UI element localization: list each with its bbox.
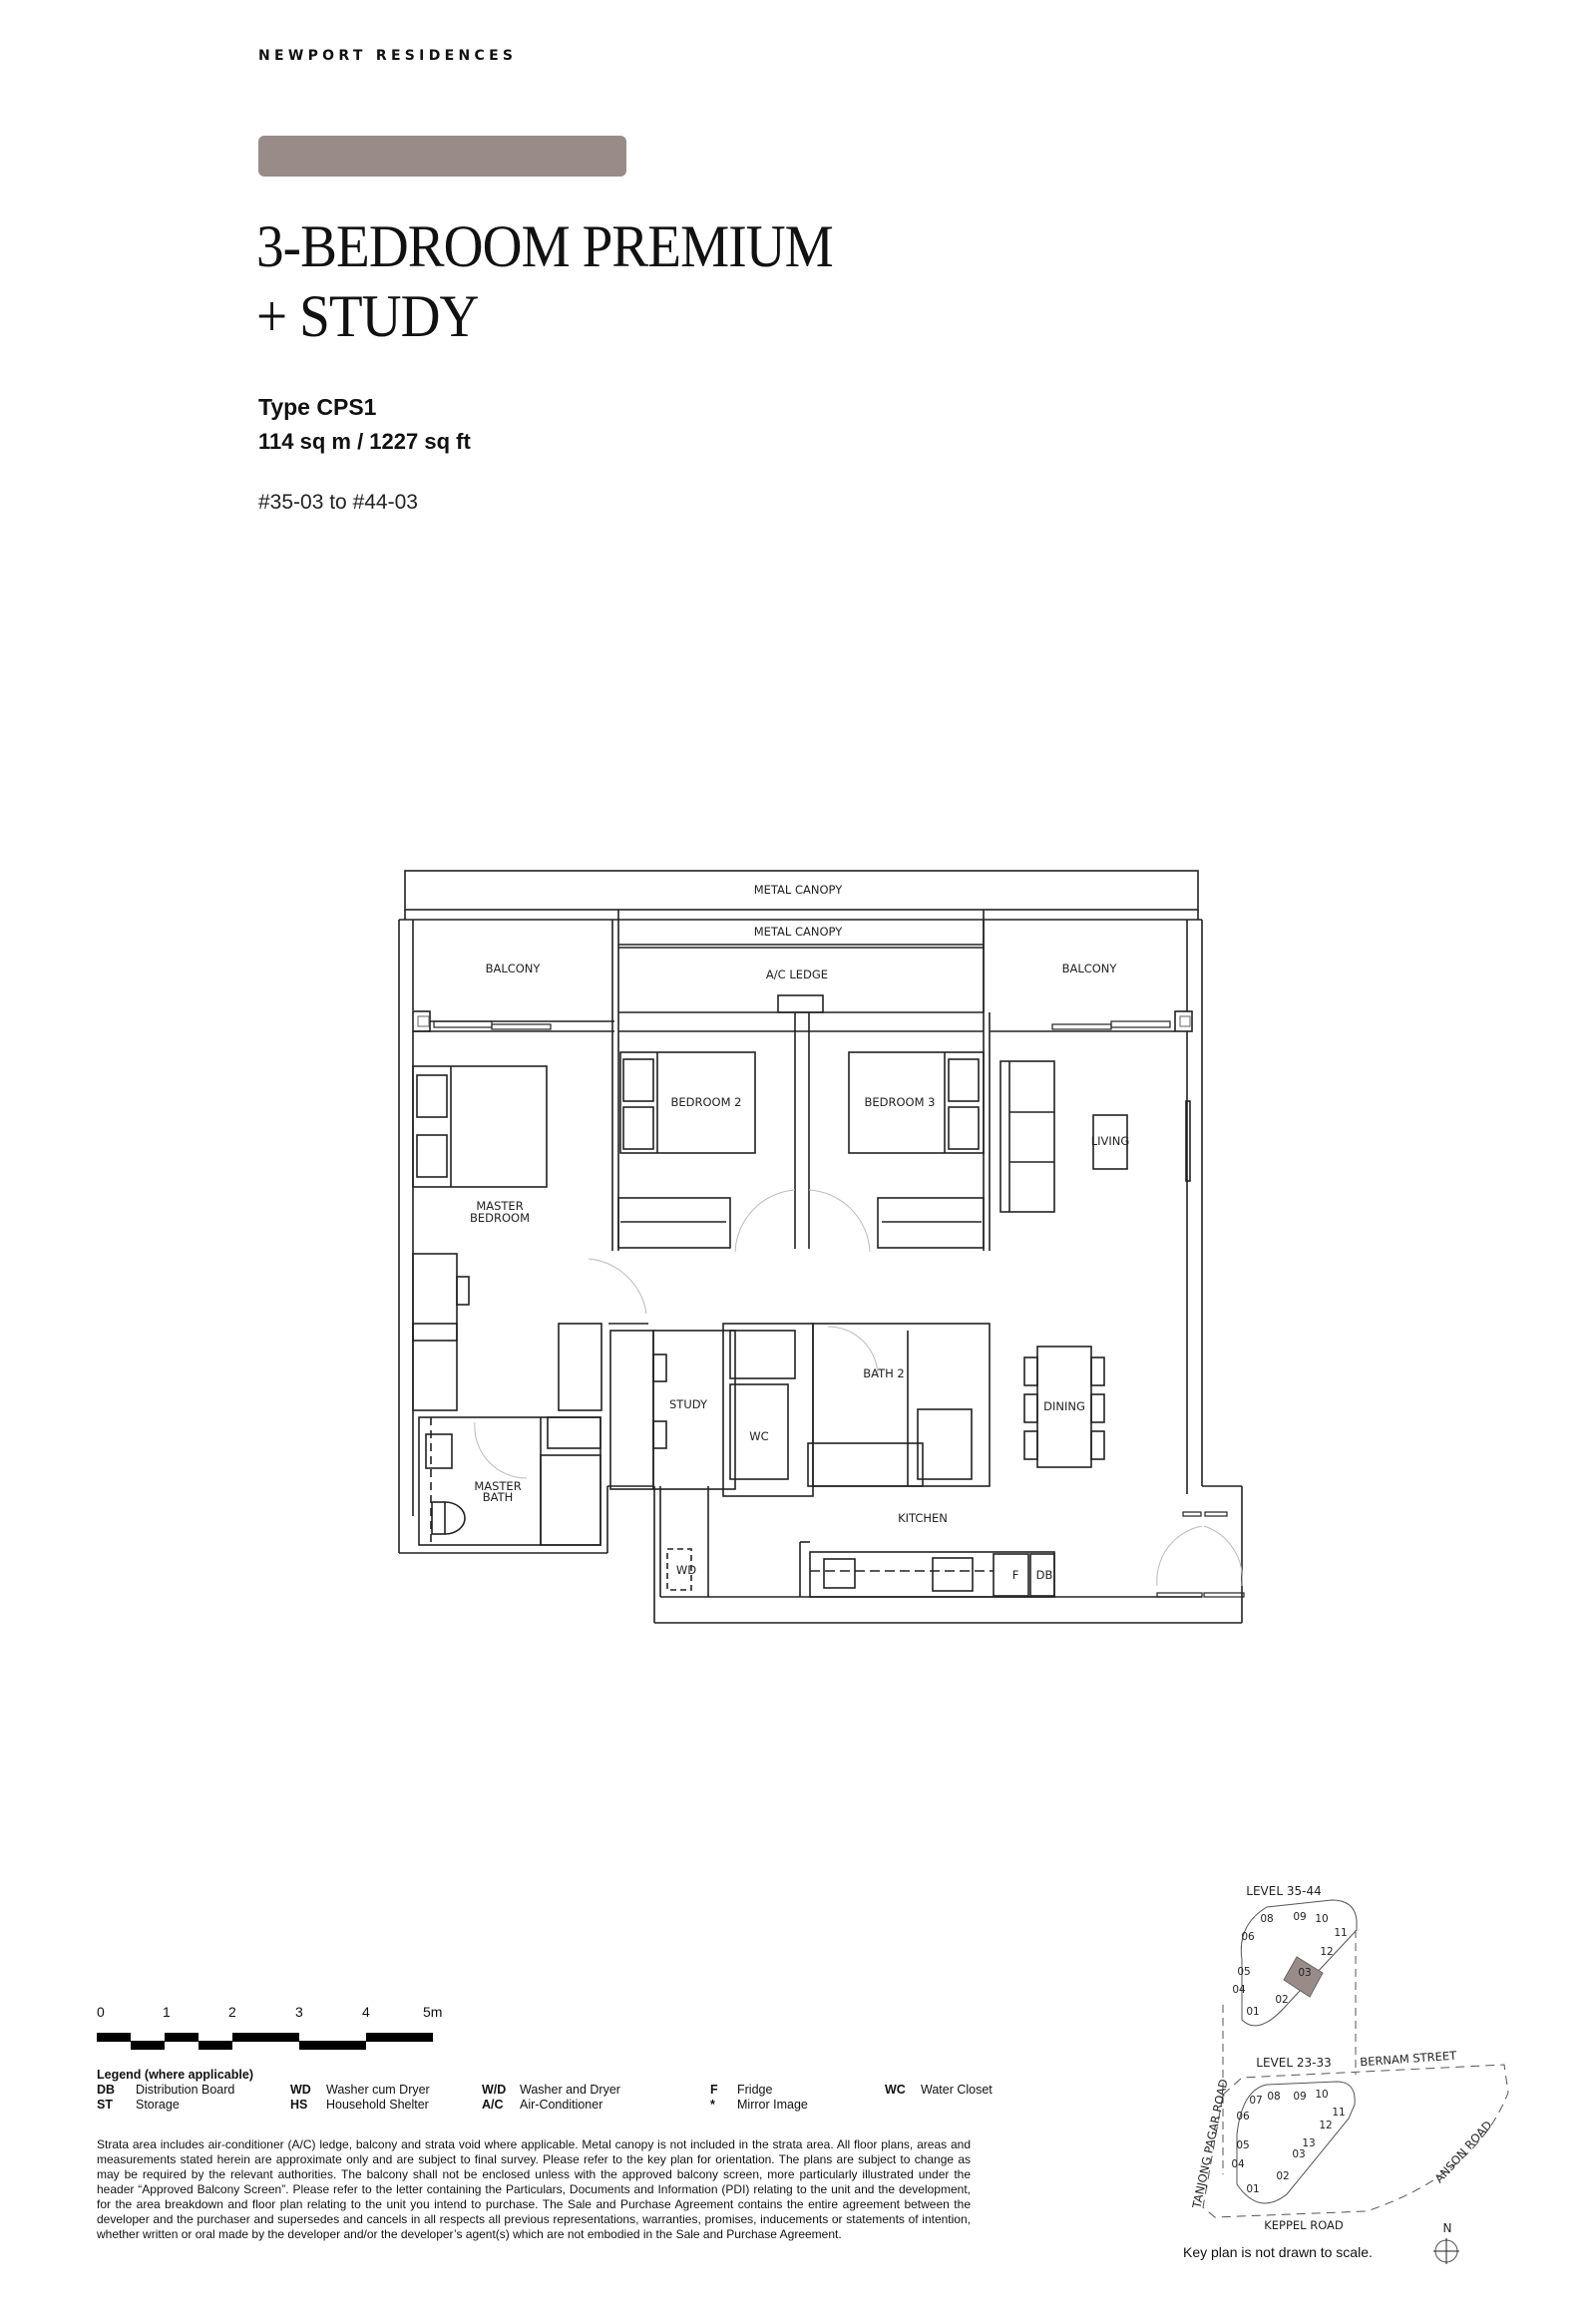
label-kitchen: KITCHEN	[898, 1511, 948, 1525]
label-db: DB	[1036, 1568, 1053, 1582]
legend-code: *	[710, 2098, 715, 2112]
key-lower-level: LEVEL 23-33	[1256, 2056, 1331, 2070]
svg-text:02: 02	[1276, 2170, 1289, 2182]
svg-text:05: 05	[1237, 1966, 1250, 1978]
legend: Legend (where applicable) DB Distribution…	[97, 2068, 1020, 2112]
unit-title-line2: + STUDY	[256, 283, 479, 349]
label-balcony-right: BALCONY	[1062, 962, 1118, 975]
unit-range: #35-03 to #44-03	[258, 491, 418, 514]
label-wd: WD	[676, 1563, 696, 1577]
legend-code: A/C	[482, 2098, 504, 2112]
legend-code: ST	[97, 2098, 113, 2112]
label-fridge: F	[1012, 1568, 1019, 1582]
legend-code: WD	[290, 2083, 311, 2097]
label-ac-ledge: A/C LEDGE	[766, 967, 828, 981]
north-label: N	[1443, 2221, 1452, 2235]
road-tanjong: TANJONG PAGAR ROAD	[1189, 2078, 1230, 2210]
svg-text:09: 09	[1293, 2091, 1306, 2103]
label-balcony-left: BALCONY	[486, 962, 542, 975]
svg-text:10: 10	[1315, 2089, 1328, 2101]
legend-code: HS	[290, 2098, 308, 2112]
svg-text:07: 07	[1249, 2095, 1262, 2107]
legend-desc: Washer cum Dryer	[326, 2083, 430, 2097]
key-highlight-unit: 03	[1298, 1967, 1311, 1979]
label-study: STUDY	[669, 1397, 708, 1411]
label-wc: WC	[749, 1429, 768, 1443]
legend-title: Legend (where applicable)	[97, 2068, 253, 2082]
svg-text:06: 06	[1236, 2111, 1250, 2123]
svg-text:08: 08	[1260, 1913, 1273, 1925]
legend-desc: Washer and Dryer	[520, 2083, 620, 2097]
label-metal-canopy-top: METAL CANOPY	[754, 883, 843, 897]
legend-desc: Household Shelter	[326, 2098, 429, 2112]
road-anson: ANSON ROAD	[1432, 2118, 1495, 2185]
svg-text:13: 13	[1302, 2137, 1315, 2149]
scale-tick-1: 1	[163, 2004, 171, 2020]
svg-text:06: 06	[1241, 1931, 1255, 1943]
key-upper-level: LEVEL 35-44	[1246, 1884, 1321, 1898]
road-keppel: KEPPEL ROAD	[1264, 2218, 1344, 2232]
label-dining: DINING	[1043, 1399, 1085, 1413]
svg-text:03: 03	[1292, 2148, 1305, 2160]
svg-text:09: 09	[1293, 1911, 1306, 1923]
legend-desc: Storage	[136, 2098, 180, 2112]
legend-code: DB	[97, 2083, 116, 2097]
key-plan	[1202, 1899, 1509, 2264]
svg-text:12: 12	[1319, 2120, 1332, 2131]
key-plan-labels: LEVEL 35-44 08 09 10 11 06 12 05 03 04 02 01 LE…	[1189, 1884, 1494, 2235]
label-living: LIVING	[1091, 1134, 1130, 1148]
label-master-bath-2: BATH	[483, 1490, 514, 1504]
scale-tick-2: 2	[228, 2004, 236, 2020]
tag-bar	[258, 136, 626, 177]
svg-text:01: 01	[1246, 2006, 1259, 2018]
svg-text:04: 04	[1232, 1984, 1246, 1996]
svg-text:12: 12	[1320, 1946, 1333, 1958]
legend-desc: Distribution Board	[136, 2083, 235, 2097]
svg-text:08: 08	[1267, 2091, 1280, 2103]
svg-text:10: 10	[1315, 1913, 1328, 1925]
scale-tick-0: 0	[97, 2004, 105, 2020]
unit-area: 114 sq m / 1227 sq ft	[258, 429, 471, 454]
legend-desc: Fridge	[737, 2083, 773, 2097]
svg-text:11: 11	[1334, 1927, 1347, 1939]
svg-text:02: 02	[1275, 1994, 1288, 2006]
legend-code: WC	[885, 2083, 906, 2097]
legend-code: W/D	[482, 2083, 507, 2097]
legend-desc: Mirror Image	[737, 2098, 808, 2112]
svg-text:05: 05	[1236, 2139, 1249, 2151]
label-bedroom-2: BEDROOM 2	[671, 1095, 742, 1109]
label-bedroom-3: BEDROOM 3	[865, 1095, 936, 1109]
brand-name: NEWPORT RESIDENCES	[258, 48, 518, 64]
svg-text:04: 04	[1231, 2158, 1245, 2170]
unit-title-line1: 3-BEDROOM PREMIUM	[256, 213, 834, 279]
legend-desc: Air-Conditioner	[520, 2098, 603, 2112]
label-master-bedroom-1: MASTER	[476, 1199, 523, 1213]
label-bath-2: BATH 2	[863, 1366, 905, 1380]
scale-tick-5: 5m	[423, 2004, 443, 2020]
label-master-bedroom-2: BEDROOM	[470, 1211, 530, 1225]
key-plan-note: Key plan is not drawn to scale.	[1183, 2244, 1373, 2260]
label-master-bath-1: MASTER	[474, 1479, 521, 1493]
unit-type: Type CPS1	[258, 394, 377, 420]
road-bernam: BERNAM STREET	[1360, 2049, 1458, 2070]
unit-title: 3-BEDROOM PREMIUM + STUDY	[256, 211, 834, 351]
scale-bar-labels: 0 1 2 3 4 5m	[0, 2004, 499, 2024]
svg-text:11: 11	[1332, 2107, 1345, 2119]
legend-desc: Water Closet	[921, 2083, 993, 2097]
legend-code: F	[710, 2083, 718, 2097]
scale-tick-3: 3	[295, 2004, 303, 2020]
svg-text:01: 01	[1246, 2183, 1259, 2195]
scale-tick-4: 4	[362, 2004, 370, 2020]
label-metal-canopy-mid: METAL CANOPY	[754, 925, 843, 939]
disclaimer: Strata area includes air-conditioner (A/…	[97, 2137, 971, 2241]
scale-bar	[97, 2033, 433, 2050]
